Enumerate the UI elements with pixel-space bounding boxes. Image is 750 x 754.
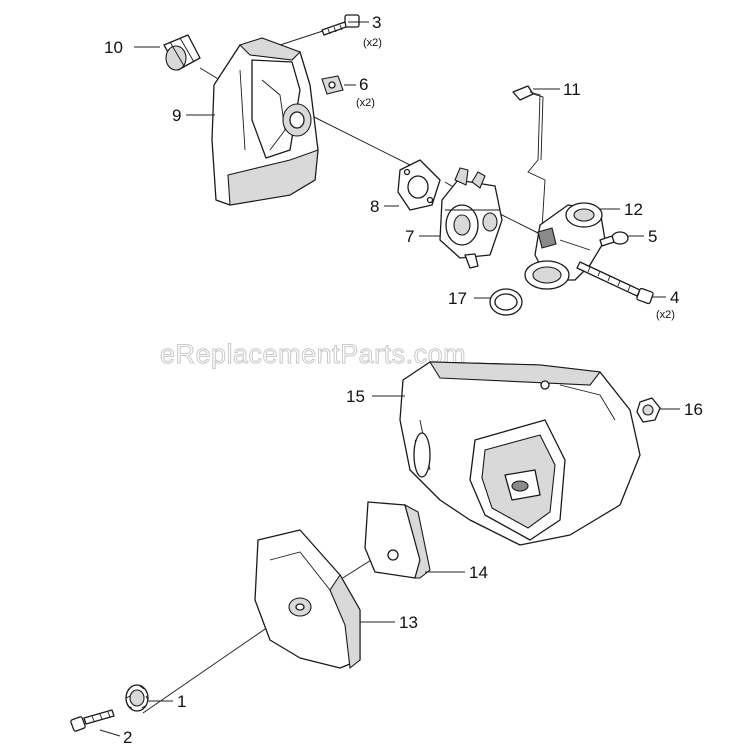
callout-5: 5 <box>648 227 657 246</box>
callout-4: 4 <box>670 288 679 307</box>
callout-2: 2 <box>123 728 132 747</box>
part-15-filter-housing <box>399 361 641 546</box>
part-1-knob <box>125 684 149 712</box>
callout-11: 11 <box>563 80 581 99</box>
callout-3: 3 <box>372 13 381 32</box>
callout-10: 10 <box>104 38 123 57</box>
part-6-nut <box>321 75 344 95</box>
part-5-screw <box>599 231 629 247</box>
callout-12: 12 <box>624 200 643 219</box>
callout-8: 8 <box>370 197 379 216</box>
part-3-screw <box>321 14 360 36</box>
part-10-boot <box>163 34 201 71</box>
part-4-bolt <box>576 261 654 305</box>
part-2-screw <box>70 709 115 732</box>
part-13-cover <box>254 529 361 670</box>
leader-lines <box>99 21 680 737</box>
callout-14: 14 <box>469 563 488 582</box>
callout-4-qty: (x2) <box>656 309 675 321</box>
part-9-housing <box>211 37 319 206</box>
callout-7: 7 <box>405 227 414 246</box>
callout-1: 1 <box>177 692 186 711</box>
part-14-filter <box>364 501 431 579</box>
callout-6-qty: (x2) <box>356 97 375 109</box>
part-17-oring <box>489 288 523 316</box>
part-7-carburetor <box>439 167 503 269</box>
callouts: 10 9 3 (x2) 6 (x2) 8 7 11 12 5 4 (x2) 17… <box>104 13 703 747</box>
part-12-intake <box>524 202 606 290</box>
callout-16: 16 <box>684 400 703 419</box>
callout-9: 9 <box>172 106 181 125</box>
callout-3-qty: (x2) <box>363 37 382 49</box>
part-16-nut <box>636 397 661 423</box>
watermark: eReplacementParts.com <box>160 339 466 369</box>
part-11-rod <box>512 85 546 229</box>
callout-17: 17 <box>448 289 467 308</box>
callout-15: 15 <box>346 387 365 406</box>
part-8-gasket <box>397 159 441 211</box>
callout-13: 13 <box>399 613 418 632</box>
callout-6: 6 <box>359 75 368 94</box>
